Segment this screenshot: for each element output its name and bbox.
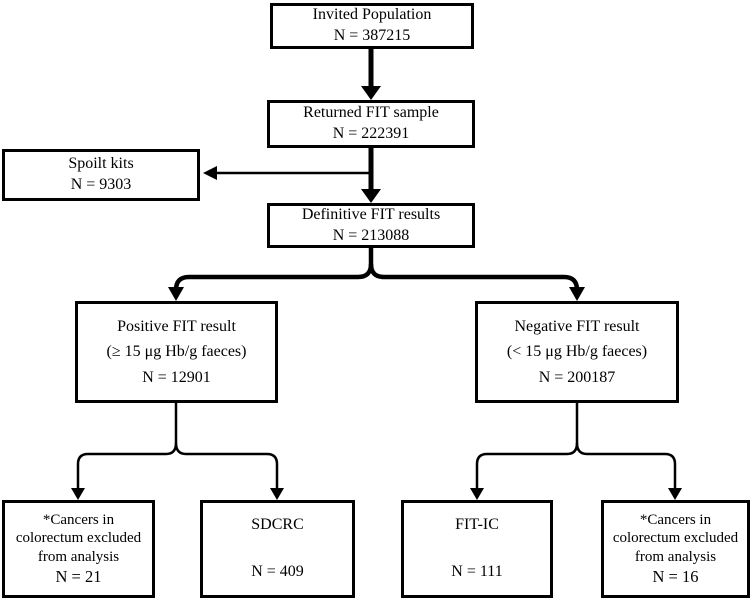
box-text-line: from analysis: [634, 549, 717, 566]
box-text-line: Returned FIT sample: [303, 104, 439, 122]
box-text-line: Positive FIT result: [117, 317, 236, 335]
box-definitive-fit-results: Definitive FIT results N = 213088: [267, 203, 475, 248]
box-text-line: *Cancers in: [639, 511, 712, 528]
branch-negative-to-outcomes: [470, 403, 682, 500]
box-count: N = 21: [55, 566, 102, 586]
box-count: N = 111: [451, 563, 503, 580]
box-count: N = 409: [251, 563, 304, 580]
box-text-line: Spoilt kits: [68, 155, 134, 173]
box-invited-population: Invited Population N = 387215: [270, 3, 474, 49]
box-count: N = 387215: [333, 27, 411, 44]
box-text-line: Definitive FIT results: [301, 205, 441, 223]
box-text-line: FIT-IC: [455, 516, 499, 534]
box-fit-ic: FIT-IC N = 111: [401, 500, 553, 598]
box-spoilt-kits: Spoilt kits N = 9303: [2, 149, 200, 201]
box-threshold: (≥ 15 μg Hb/g faeces): [106, 343, 247, 361]
branch-definitive-to-results: [168, 248, 585, 301]
box-text-line: colorectum excluded: [612, 530, 739, 547]
box-text-line: colorectum excluded: [15, 530, 142, 547]
box-text-line: Invited Population: [312, 6, 432, 24]
box-sdcrc: SDCRC N = 409: [200, 500, 355, 598]
box-positive-fit-result: Positive FIT result (≥ 15 μg Hb/g faeces…: [75, 301, 278, 403]
arrow-returned-to-definitive: [361, 148, 381, 203]
box-count: N = 16: [652, 566, 699, 586]
box-cancers-excluded-negative: *Cancers in colorectum excluded from ana…: [601, 500, 750, 598]
box-count: N = 9303: [70, 176, 132, 193]
box-cancers-excluded-positive: *Cancers in colorectum excluded from ana…: [2, 500, 155, 598]
box-negative-fit-result: Negative FIT result (< 15 μg Hb/g faeces…: [475, 301, 679, 403]
box-text-line: from analysis: [37, 549, 120, 566]
box-text-line: *Cancers in: [42, 511, 115, 528]
box-count: N = 222391: [332, 125, 410, 142]
box-count: N = 213088: [332, 226, 410, 244]
box-count: N = 12901: [142, 368, 211, 386]
box-returned-fit-sample: Returned FIT sample N = 222391: [267, 100, 475, 148]
arrow-to-spoilt-kits: [203, 166, 369, 180]
box-text-line: Negative FIT result: [514, 317, 640, 335]
box-threshold: (< 15 μg Hb/g faeces): [506, 343, 648, 361]
branch-positive-to-outcomes: [71, 403, 284, 500]
box-text-line: SDCRC: [251, 516, 304, 534]
box-count: N = 200187: [538, 368, 616, 386]
arrow-invited-to-returned: [361, 49, 381, 100]
